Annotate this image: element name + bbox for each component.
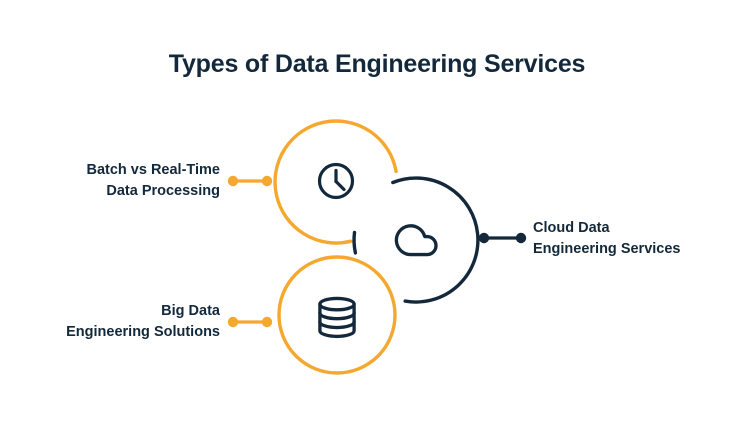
cloud-icon — [394, 224, 438, 257]
batch-circle — [273, 119, 398, 245]
batch-label: Batch vs Real-Time Data Processing — [86, 160, 220, 201]
bigdata-label-line2: Engineering Solutions — [66, 323, 220, 340]
clock-icon — [317, 162, 355, 200]
bigdata-connector — [227, 316, 273, 328]
batch-connector-dot-outer — [227, 175, 239, 187]
cloud-connector — [478, 232, 527, 244]
cloud-label-line1: Cloud Data — [533, 220, 610, 236]
cloud-connector-dot-outer — [515, 232, 527, 244]
batch-label-line2: Data Processing — [106, 182, 220, 199]
cloud-label-line2: Engineering Services — [533, 240, 681, 257]
page-title: Types of Data Engineering Services — [168, 50, 586, 78]
batch-connector-dot-inner — [261, 175, 273, 187]
bigdata-label: Big Data Engineering Solutions — [66, 301, 220, 342]
bigdata-label-line1: Big Data — [161, 303, 220, 319]
cloud-circle-left-arc — [352, 230, 358, 255]
database-icon — [318, 296, 356, 339]
bigdata-connector-dot-inner — [261, 316, 273, 328]
cloud-connector-dot-inner — [478, 232, 490, 244]
cloud-label: Cloud Data Engineering Services — [533, 218, 680, 259]
bigdata-connector-dot-outer — [227, 316, 239, 328]
bigdata-circle — [277, 255, 397, 375]
batch-connector — [227, 175, 273, 187]
batch-label-line1: Batch vs Real-Time — [86, 162, 220, 178]
cloud-circle-main-arc — [391, 176, 480, 304]
cloud-circle — [352, 176, 480, 304]
